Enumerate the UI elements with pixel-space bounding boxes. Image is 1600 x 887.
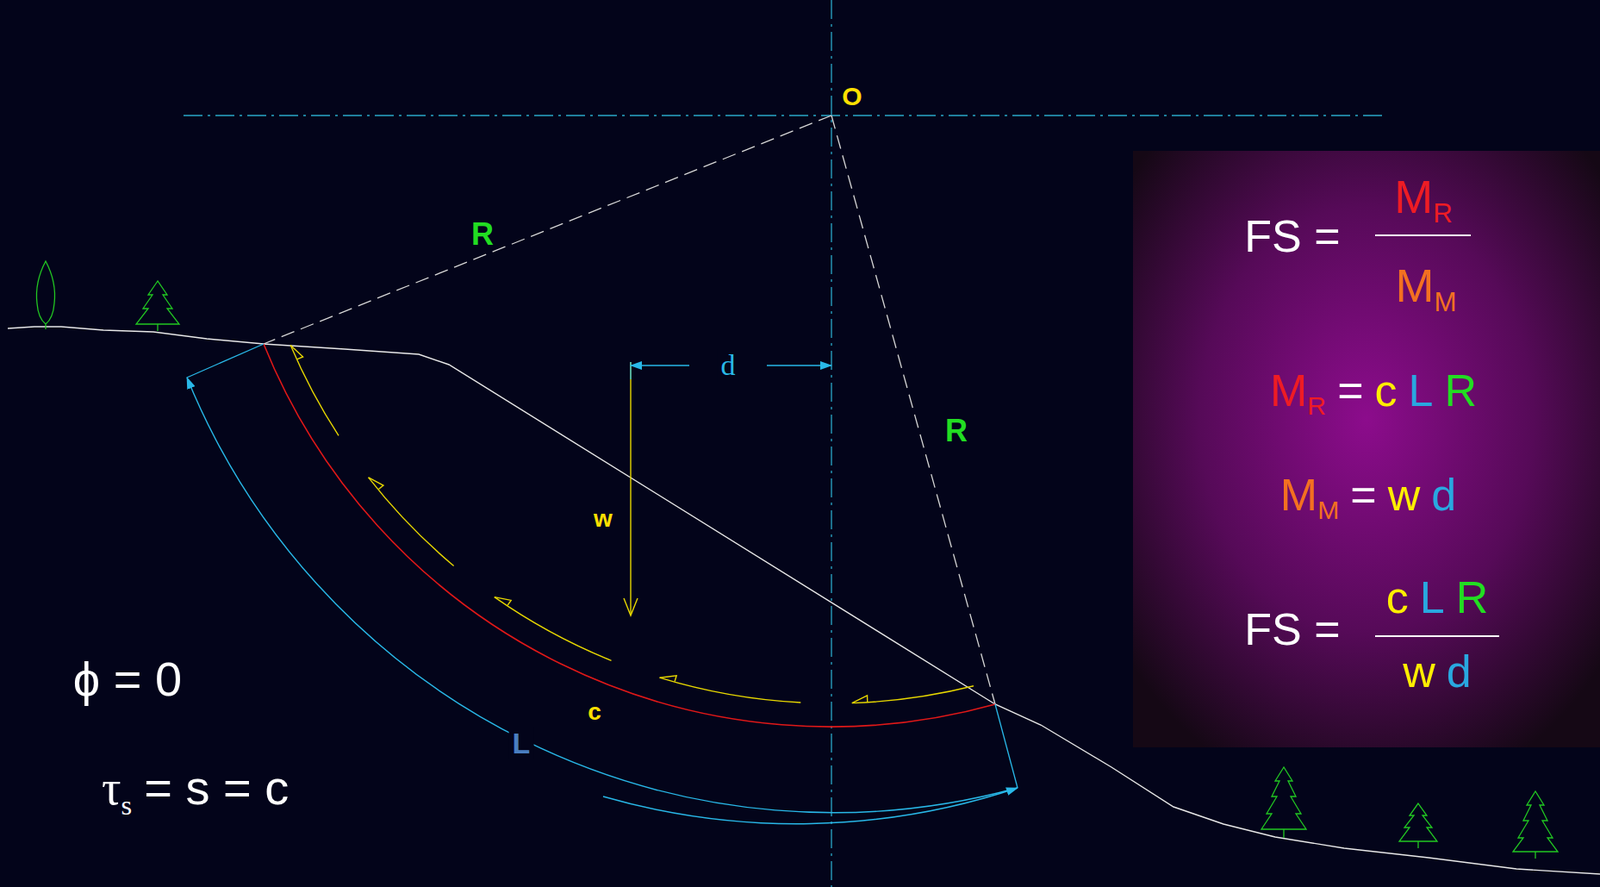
dimension-line [766, 364, 832, 366]
shear-arrowhead [368, 477, 384, 490]
shear-arrowhead [659, 675, 678, 682]
arc-length-label: L [509, 726, 535, 760]
friction-angle-note: ϕ = 0 [73, 654, 182, 704]
dimension-line [630, 364, 690, 366]
extension-line [995, 703, 1018, 788]
fraction-bar [1375, 234, 1471, 237]
weight-arrow [623, 597, 638, 616]
shear-arrow [368, 477, 455, 567]
shear-strength-note-subscript: s [121, 789, 133, 821]
fraction-bar [1375, 635, 1500, 637]
formula-term: M [1280, 469, 1318, 520]
formula-term: L [1408, 365, 1434, 416]
formula-numerator-term: M [1394, 170, 1433, 223]
formula-numerator-row: cLR [1386, 572, 1488, 623]
formula-term: d [1431, 469, 1457, 520]
formula-term: R [1444, 365, 1477, 416]
shear-arrowhead [852, 695, 868, 704]
formula-denominator-term: d [1446, 646, 1472, 697]
arc-length-dimension [603, 787, 1018, 824]
ground-surface [7, 326, 1600, 874]
formula-subscript: R [1307, 391, 1327, 420]
weight-line [629, 361, 631, 614]
formula-row: FS = [1244, 211, 1340, 262]
shear-strength-note-row: τs = s = c [101, 760, 289, 821]
formula-subscript: M [1317, 495, 1339, 524]
formula-term: w [1388, 469, 1421, 520]
formula-term: M [1270, 365, 1308, 416]
formula-denominator-row: wd [1402, 647, 1471, 697]
shear-arrow [494, 597, 612, 661]
shear-arrow [290, 344, 339, 436]
formula-term: FS = [1244, 211, 1340, 262]
formula-numerator-subscript: R [1432, 198, 1453, 229]
formula-panel [1133, 150, 1600, 748]
center-line [830, 0, 832, 887]
shear-arrowhead [494, 597, 511, 606]
extension-line [186, 343, 264, 378]
formula-numerator-term: R [1456, 572, 1489, 623]
formula-term: = [1337, 365, 1364, 416]
formula-denominator-term: w [1402, 646, 1436, 697]
radius-label: R [471, 218, 494, 250]
center-line [183, 114, 1383, 116]
radius-line [263, 115, 832, 344]
formula-row: MR=cLR [1270, 366, 1477, 421]
formula-denominator-subscript: M [1433, 286, 1457, 318]
shear-arrows [290, 344, 974, 703]
formula-row: MM =wd [1280, 470, 1457, 525]
shear-arrowhead [290, 344, 303, 359]
arc-length-dimension [186, 377, 1018, 813]
tree-icons [36, 261, 1558, 859]
center-label: O [841, 83, 862, 110]
formula-numerator-term: L [1419, 572, 1445, 623]
formula-row: FS = [1244, 604, 1340, 654]
cohesion-label: c [587, 699, 602, 724]
shear-strength-note-term: τ [101, 760, 122, 815]
formula-numerator-row: MR [1394, 171, 1453, 229]
formula-denominator-term: M [1394, 259, 1434, 312]
formula-numerator-term: c [1386, 572, 1409, 623]
radius-line [831, 115, 996, 704]
extension-line [629, 361, 631, 380]
slip-surface [263, 343, 996, 727]
weight-label: w [593, 506, 613, 531]
formula-term: = [1350, 469, 1376, 520]
formula-denominator-row: MM [1394, 260, 1457, 318]
shear-arrow [659, 677, 802, 703]
dimension-label: d [717, 348, 740, 382]
shear-strength-note-term: = s = c [143, 759, 289, 815]
formula-term: c [1375, 365, 1398, 416]
shear-arrow [852, 685, 974, 704]
formula-term: FS = [1244, 603, 1340, 654]
radius-label: R [941, 413, 972, 449]
